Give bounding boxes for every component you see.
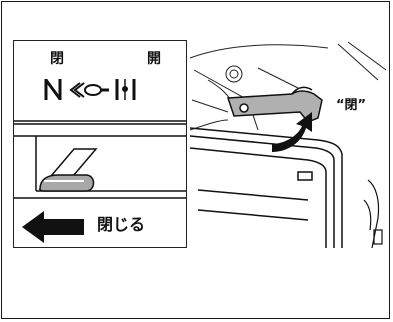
lock-closed-icon <box>44 79 62 100</box>
background-linework <box>189 41 387 131</box>
lever-handle <box>38 148 98 192</box>
lever-housing <box>14 120 186 199</box>
curved-arrow-icon <box>272 112 312 152</box>
display-unit <box>189 127 343 248</box>
figure-frame: 閉 開 <box>1 1 390 319</box>
illustration-panel: “閉” <box>188 40 389 248</box>
close-instruction-label: 閉じる <box>97 215 146 234</box>
label-closed: 閉 <box>50 51 64 67</box>
mechanism-illustration <box>189 41 387 248</box>
key-arrow-icon <box>69 82 109 98</box>
lever-diagram <box>14 79 186 243</box>
lock-open-icon <box>115 79 136 100</box>
lever-diagram-panel: 閉 開 <box>13 40 187 248</box>
arrow-left-icon <box>22 211 84 243</box>
closed-callout-label: “閉” <box>336 98 367 113</box>
side-bracket <box>363 179 383 248</box>
label-open: 開 <box>147 51 161 67</box>
